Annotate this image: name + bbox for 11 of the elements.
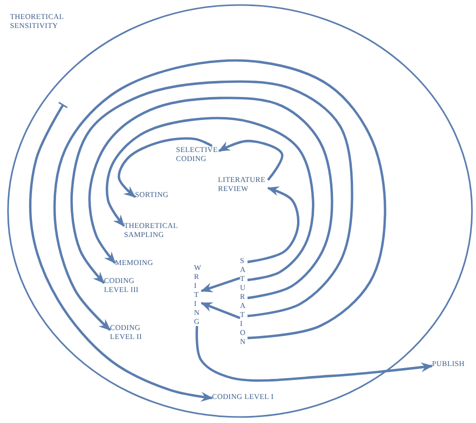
arrow <box>29 102 213 402</box>
arrow <box>200 276 240 292</box>
arrow <box>218 140 284 181</box>
arrow <box>118 137 213 198</box>
arrow <box>247 186 300 264</box>
arrow <box>200 302 240 320</box>
arrow <box>196 326 433 382</box>
arrow <box>106 117 314 282</box>
arrow <box>53 59 386 340</box>
arrow <box>88 96 334 300</box>
arrow <box>70 80 354 318</box>
